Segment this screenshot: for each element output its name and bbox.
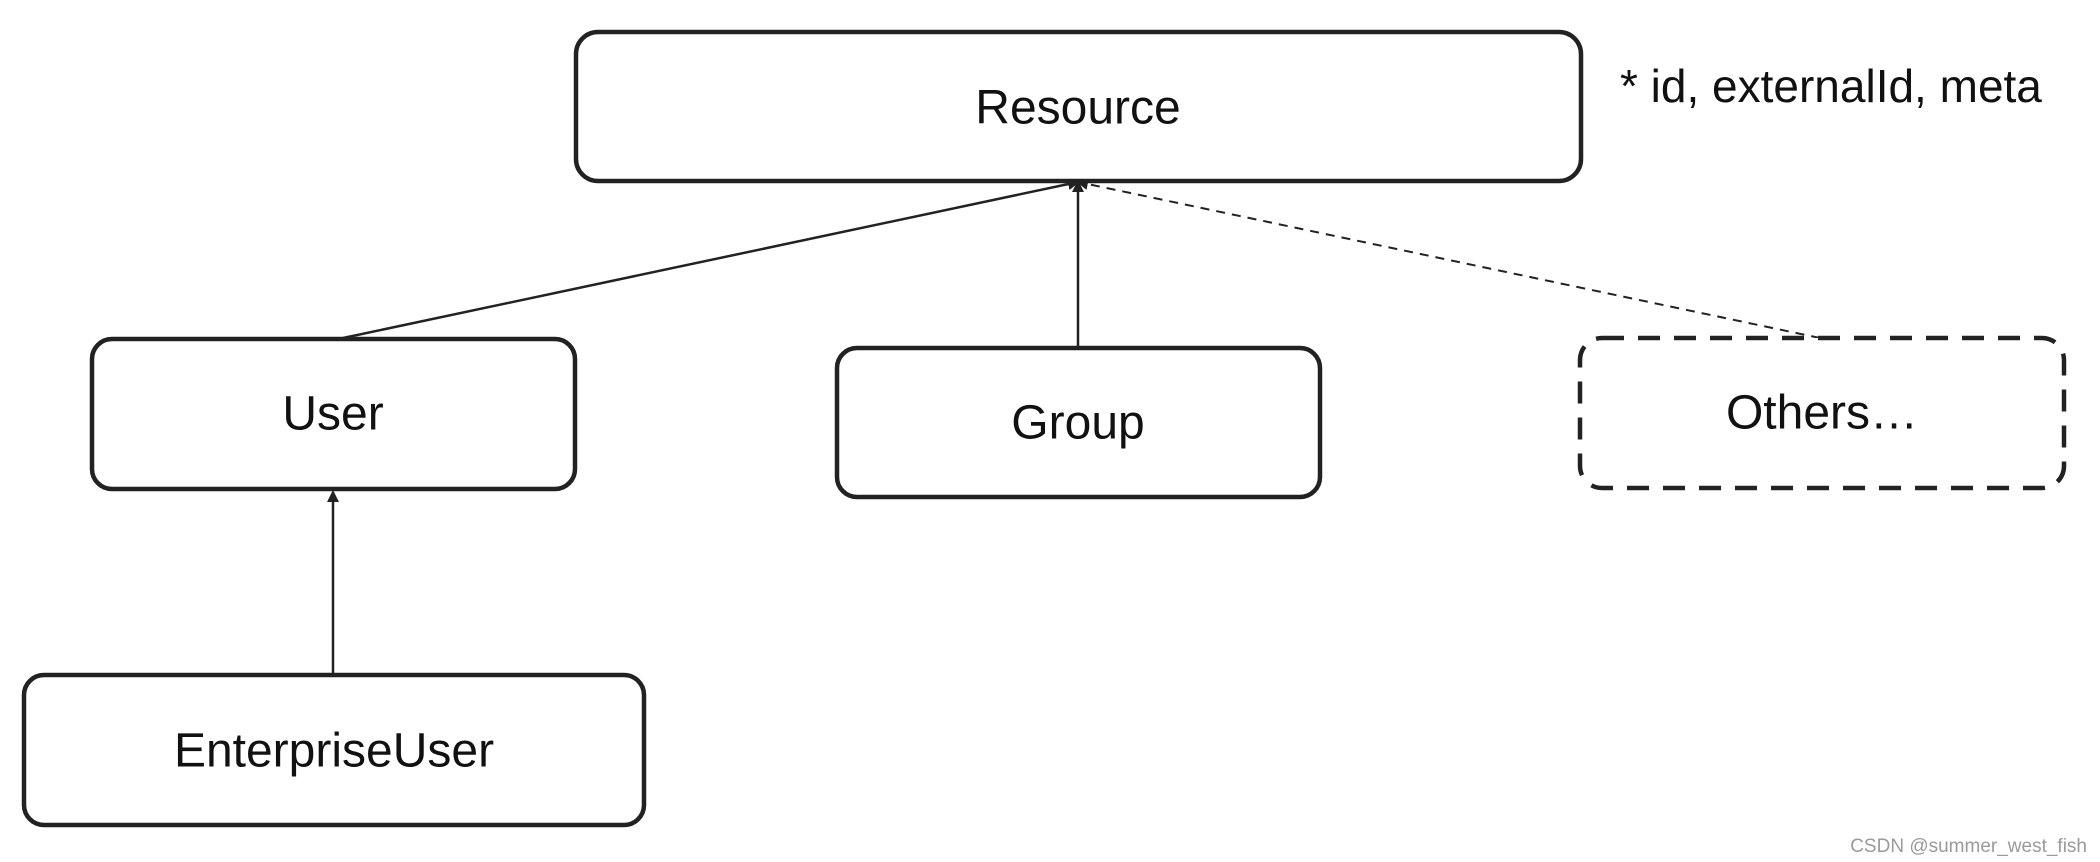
node-user: User: [89, 336, 578, 492]
node-group-label: Group: [1011, 397, 1144, 450]
node-resource: Resource: [573, 29, 1584, 184]
node-enterprise-user: EnterpriseUser: [21, 672, 647, 828]
edge-others-to-resource: [1076, 178, 1821, 339]
node-resource-label: Resource: [975, 82, 1180, 135]
edge-user-to-resource: [342, 178, 1080, 340]
node-others-label: Others…: [1726, 387, 1918, 440]
node-others: Others…: [1577, 335, 2067, 491]
node-user-label: User: [282, 388, 383, 441]
node-group: Group: [834, 345, 1323, 500]
node-enterprise-user-label: EnterpriseUser: [174, 725, 494, 778]
resource-attributes-note: * id, externalId, meta: [1620, 60, 2042, 112]
watermark: CSDN @summer_west_fish: [1850, 836, 2087, 857]
